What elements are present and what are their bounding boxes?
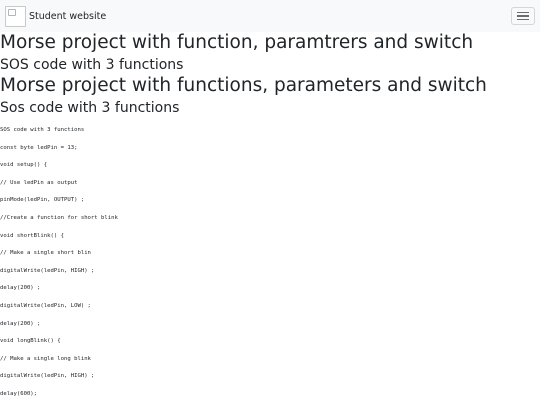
brand-link[interactable]: Student website: [29, 10, 107, 22]
code-line: void longBlink() {: [0, 338, 61, 345]
navbar-toggler-button[interactable]: [511, 7, 535, 25]
code-line: //Create a function for short blink: [0, 214, 118, 221]
code-line: digitalWrite(ledPin, HIGH) ;: [0, 373, 95, 380]
code-line: void shortBlink() {: [0, 232, 64, 239]
main-content: Morse project with function, paramtrers …: [0, 32, 540, 405]
code-listing: SOS code with 3 functions const byte led…: [0, 127, 540, 405]
code-line: delay(600);: [0, 390, 38, 397]
code-line: // Use ledPin as output: [0, 179, 78, 186]
code-line: pinMode(ledPin, OUTPUT) ;: [0, 197, 85, 204]
code-line: digitalWrite(ledPin, LOW) ;: [0, 302, 91, 309]
navbar: Student website: [0, 0, 540, 32]
hamburger-icon-line: [517, 15, 529, 17]
code-line: const byte ledPin = 13;: [0, 144, 78, 151]
hamburger-icon-line: [517, 18, 529, 20]
code-line: // Make a single long blink: [0, 355, 91, 362]
section-title: Morse project with functions, parameters…: [0, 75, 487, 96]
page-subtitle: SOS code with 3 functions: [0, 57, 184, 73]
code-line: // Make a single short blin: [0, 250, 91, 257]
code-line: delay(200) ;: [0, 320, 41, 327]
hamburger-icon-line: [517, 12, 529, 14]
code-line: digitalWrite(ledPin, HIGH) ;: [0, 267, 95, 274]
brand-logo-image[interactable]: [5, 5, 26, 27]
code-line: void setup() {: [0, 162, 48, 169]
section-subtitle: Sos code with 3 functions: [0, 100, 180, 116]
code-line: SOS code with 3 functions: [0, 127, 85, 133]
page-title: Morse project with function, paramtrers …: [0, 32, 474, 53]
code-line: delay(200) ;: [0, 285, 41, 292]
